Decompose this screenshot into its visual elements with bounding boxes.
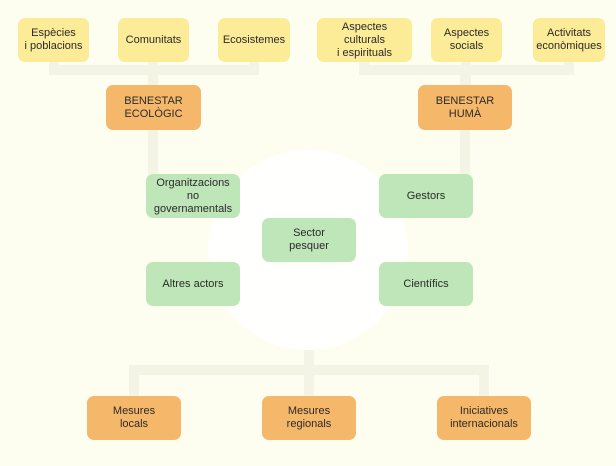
box-sector-pesquer: Sector pesquer [262,218,356,262]
box-iniciatives-internacionals: Iniciatives internacionals [437,396,531,440]
box-mesures-locals: Mesures locals [87,396,181,440]
box-mesures-regionals: Mesures regionals [262,396,356,440]
box-activitats-economiques: Activitats econòmiques [533,18,605,62]
box-altres-actors: Altres actors [146,262,240,306]
box-benestar-huma: BENESTAR HUMÀ [418,85,512,130]
box-benestar-ecologic: BENESTAR ECOLÒGIC [106,85,201,130]
box-ong: Organitzacions no governamentals [146,174,240,218]
box-comunitats: Comunitats [118,18,189,62]
box-aspectes-socials: Aspectes socials [431,18,502,62]
box-cientifics: Científics [379,262,473,306]
box-aspectes-culturals: Aspectes culturals i espirituals [317,18,412,62]
box-gestors: Gestors [379,174,473,218]
box-especies-poblacions: Espècies i poblacions [18,18,89,62]
box-ecosistemes: Ecosistemes [218,18,290,62]
